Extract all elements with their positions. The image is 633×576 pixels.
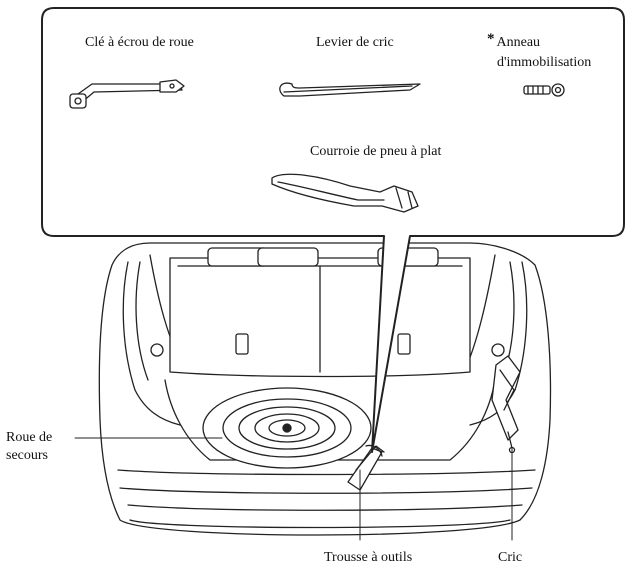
flat-tire-strap-icon [271, 173, 419, 213]
tools-callout-box [41, 7, 625, 453]
wheel-wrench-label: Clé à écrou de roue [85, 35, 194, 50]
tow-hook-label: *Anneau [487, 31, 541, 51]
wheel-wrench-icon [69, 79, 185, 109]
callout-leaders [74, 437, 513, 541]
spare-tire-icon [202, 387, 372, 469]
tool-kit-label: Trousse à outils [324, 550, 413, 565]
jack-lever-icon [279, 82, 421, 97]
tow-hook-label-line1: Anneau [496, 35, 541, 50]
jack-lever-label: Levier de cric [316, 35, 394, 50]
tow-hook-footnote-star: * [487, 31, 495, 47]
spare-tire-label-line2: secours [6, 448, 48, 463]
tool-bag-icon [347, 444, 385, 491]
flat-tire-strap-label: Courroie de pneu à plat [310, 144, 442, 159]
jack-label: Cric [498, 550, 523, 565]
vehicle-rear-drawing [98, 242, 552, 536]
tow-hook-icon [523, 83, 565, 97]
spare-tire-label-line1: Roue de [6, 430, 53, 445]
tow-hook-label-line2: d'immobilisation [497, 55, 592, 70]
